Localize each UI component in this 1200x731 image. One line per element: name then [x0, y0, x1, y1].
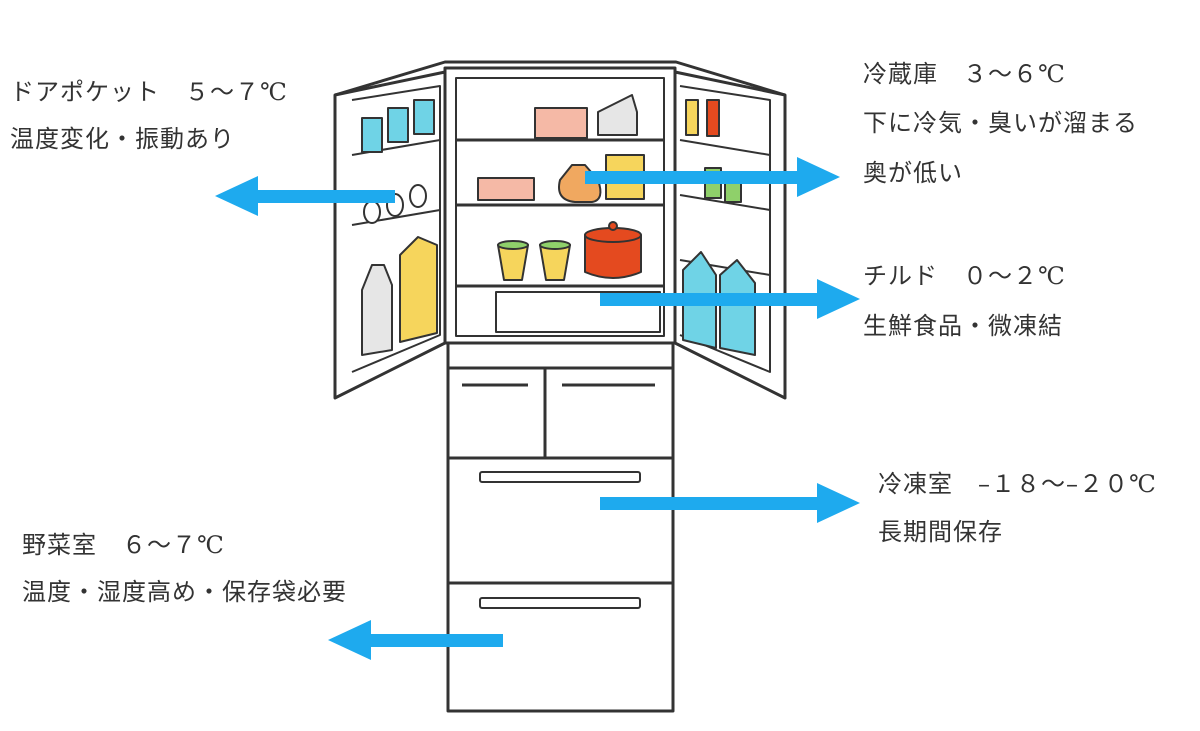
cup-2: [539, 244, 571, 281]
bottle-2: [706, 99, 720, 137]
refrigerator-title: 冷蔵庫 ３～６℃: [863, 60, 1066, 88]
cup-1-lid: [497, 240, 529, 250]
arrow-door-pocket: [215, 176, 395, 216]
refrigerator-desc-2: 奥が低い: [863, 159, 963, 187]
vegetable-handle: [479, 597, 641, 609]
right-door-inner: [679, 85, 771, 373]
chilled-title: チルド ０～２℃: [863, 262, 1066, 290]
egg-1: [363, 200, 381, 224]
left-door-shelf-2: [351, 209, 441, 226]
freezer-title: 冷凍室 –１８～–２０℃: [878, 470, 1157, 498]
can-2: [387, 107, 409, 143]
chilled-desc: 生鮮食品・微凍結: [863, 312, 1063, 340]
door-pocket-desc: 温度変化・振動あり: [10, 125, 235, 153]
container-pink: [534, 107, 588, 139]
pot: [584, 234, 642, 279]
refrigerator-desc-1: 下に冷気・臭いが溜まる: [863, 109, 1138, 137]
door-pocket-title: ドアポケット ５～７℃: [10, 78, 288, 106]
can-1: [361, 117, 383, 153]
freezer-desc: 長期間保存: [878, 518, 1003, 546]
arrow-refrigerator: [585, 157, 840, 197]
right-door-shelf-1: [679, 139, 771, 156]
milk-carton-2: [719, 259, 756, 356]
vegetable-title: 野菜室 ６～７℃: [22, 531, 225, 559]
bottle-1: [685, 99, 699, 136]
food-items: [361, 94, 756, 356]
arrow-vegetable: [328, 620, 503, 660]
cup-2-lid: [539, 240, 571, 250]
fridge-compartment-inner: [455, 77, 665, 337]
right-door: [673, 70, 787, 400]
juice-carton: [399, 236, 438, 343]
arrow-chilled: [600, 279, 860, 319]
egg-3: [409, 184, 427, 208]
lower-body: [446, 341, 675, 713]
container-stack: [477, 177, 535, 201]
arrow-freezer: [600, 483, 860, 523]
cup-1: [497, 244, 529, 281]
pot-knob: [608, 221, 618, 231]
chilled-drawer: [495, 291, 661, 333]
milk-bottle: [361, 264, 393, 356]
left-door: [333, 70, 447, 400]
container-box: [597, 94, 638, 136]
can-3: [413, 99, 435, 135]
freezer-handle: [479, 471, 641, 483]
fridge-top-edge: [334, 60, 786, 97]
vegetable-desc: 温度・湿度高め・保存袋必要: [22, 578, 347, 606]
fridge-outline: [333, 60, 787, 713]
arrows: [215, 157, 860, 660]
